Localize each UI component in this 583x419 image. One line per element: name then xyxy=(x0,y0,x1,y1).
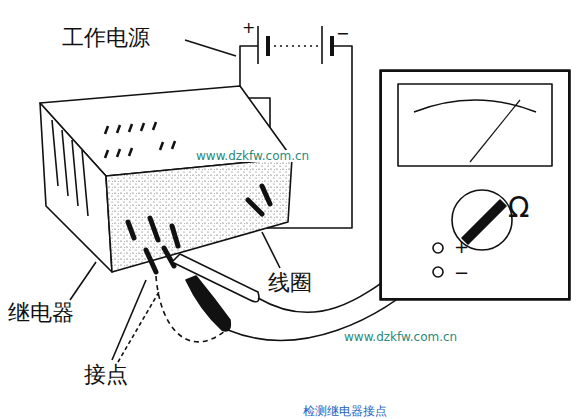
ohm-symbol: Ω xyxy=(508,194,529,222)
figure-caption: 检测继电器接点 xyxy=(303,405,387,417)
part-label: 继电器 xyxy=(8,302,74,324)
part-label: 线圈 xyxy=(268,272,312,294)
terminal-sign: + xyxy=(454,238,469,256)
watermark: www.dzkfw.com.cn xyxy=(344,331,457,343)
multimeter-box: Ω + − xyxy=(380,70,570,300)
polarity-sign: + xyxy=(242,20,255,36)
power-label: 工作电源 xyxy=(62,27,150,49)
part-label: 接点 xyxy=(84,364,128,386)
terminal-sign: − xyxy=(454,264,469,282)
polarity-sign: − xyxy=(336,26,349,42)
watermark: www.dzkfw.com.cn xyxy=(196,150,309,162)
